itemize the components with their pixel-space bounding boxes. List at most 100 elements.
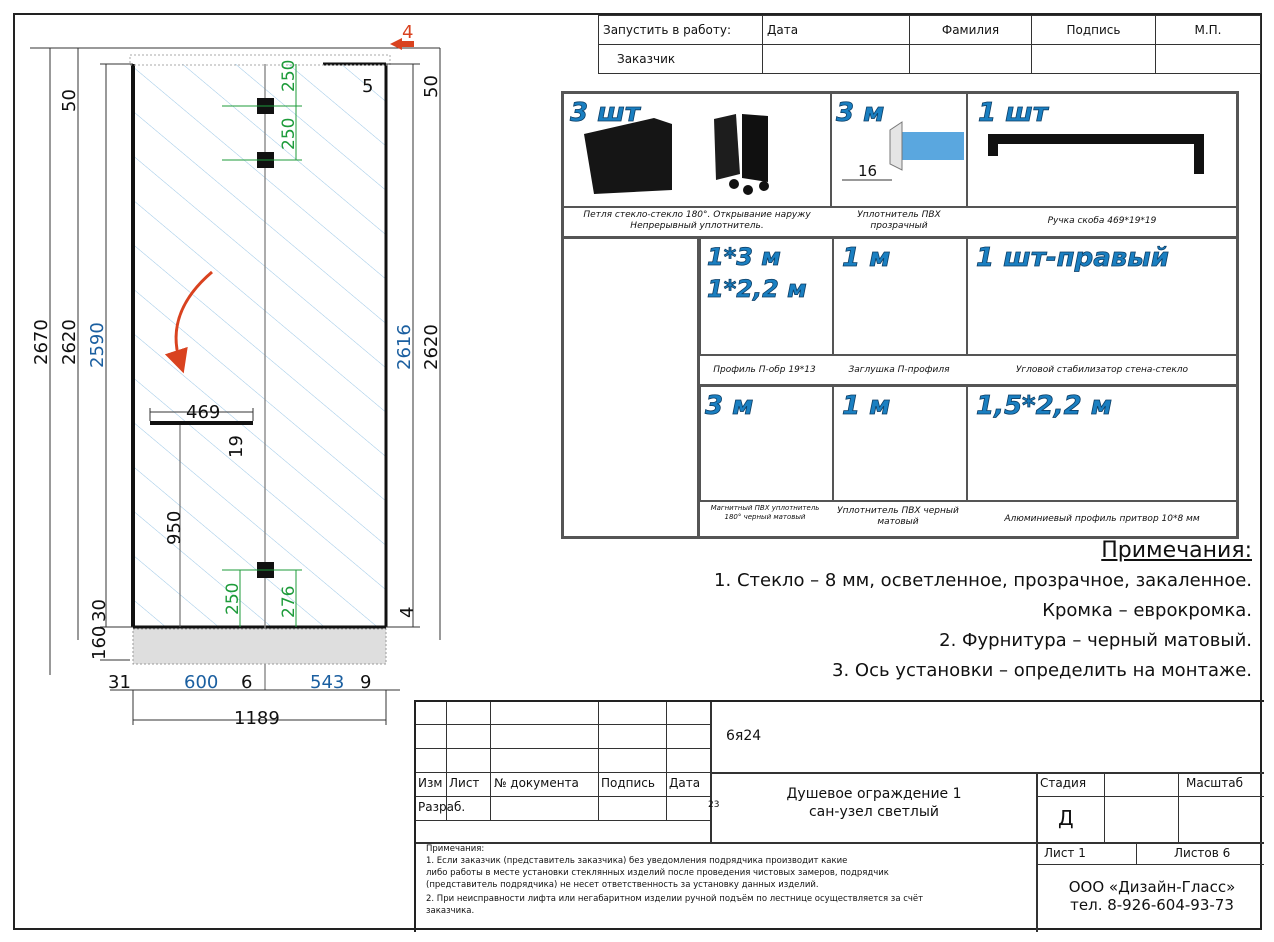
- seal-clear-photo: 16: [842, 121, 964, 181]
- stage-value: Д: [1058, 806, 1074, 830]
- doc-no-label: № документа: [494, 776, 579, 790]
- title-line-2: сан-узел светлый: [808, 804, 940, 820]
- drawing-frame: [13, 13, 1262, 930]
- product-magnetic-seal: 3 м: [699, 387, 834, 500]
- caption-seal-black: Уплотнитель ПВХ черный матовый: [837, 506, 959, 527]
- dim-250-top: 250: [279, 60, 299, 92]
- alu-label-2: профиль-притвор: [1118, 465, 1184, 473]
- stamp-note-1: 1. Если заказчик (представитель заказчик…: [426, 856, 848, 866]
- signature-label: Подпись: [1031, 15, 1156, 45]
- arrow-4-icon: [390, 38, 414, 50]
- stage-label: Стадия: [1040, 776, 1087, 790]
- stamp-notes-title: Примечания:: [426, 844, 485, 854]
- dim-5: 5: [362, 76, 373, 97]
- floor-base: [132, 628, 387, 665]
- caption-end-cap: Заглушка П-профиля: [848, 365, 950, 375]
- alu-label-1: дверное полотно: [1138, 401, 1202, 409]
- dim-4-top: 4: [402, 22, 413, 43]
- caption-hinge: Петля стекло-стекло 180°. Открывание нар…: [583, 210, 811, 231]
- scale-label: Масштаб: [1186, 776, 1244, 790]
- product-hinge: 3 шт: [564, 94, 832, 208]
- launch-label: Запустить в работу:: [598, 15, 763, 45]
- dim-30: 30: [89, 599, 110, 622]
- caption-u-profile: Профиль П-обр 19*13: [713, 365, 816, 375]
- notes: Примечания: 1. Стекло – 8 мм, осветленно…: [714, 536, 1252, 686]
- seal-black-dim: 10: [921, 466, 936, 483]
- product-handle: 1 шт: [968, 94, 1236, 208]
- stamp-label: М.П.: [1155, 15, 1261, 45]
- hinge-photo: [584, 114, 769, 195]
- product-seal-black: 1 м 10: [832, 387, 968, 500]
- dim-543: 543: [310, 672, 344, 693]
- caption-seal-clear: Уплотнитель ПВХ прозрачный: [857, 210, 941, 231]
- caption-magnetic-seal: Магнитный ПВХ уплотнитель 180° черный ма…: [710, 504, 820, 521]
- qty-seal-black: 1 м: [842, 391, 891, 422]
- dim-276-bottom: 276: [279, 586, 299, 618]
- caption-handle: Ручка скоба 469*19*19: [1047, 216, 1157, 226]
- qty-seal-clear: 3 м: [836, 98, 885, 129]
- izm-label: Изм: [418, 776, 443, 790]
- note-line-4: 3. Ось установки – определить на монтаже…: [832, 660, 1252, 681]
- dim-600: 600: [184, 672, 218, 693]
- product-end-cap: 1 м: [832, 239, 968, 354]
- product-seal-clear: 3 м 16: [832, 94, 968, 208]
- sheet-label: Лист 1: [1044, 846, 1086, 860]
- date-col-label: Дата: [669, 776, 701, 790]
- dim-4: 4: [397, 607, 418, 618]
- qty-u-profile-2: 1*2,2 м: [707, 275, 808, 304]
- qty-magnetic-seal: 3 м: [705, 391, 754, 422]
- qty-stabilizer: 1 шт-правый: [976, 243, 1170, 274]
- dim-250-bottom: 250: [223, 583, 243, 615]
- date-label: Дата: [762, 15, 910, 45]
- dim-950: 950: [164, 511, 185, 545]
- razrab-label: Разраб.: [418, 800, 466, 814]
- stamp-note-2: либо работы в месте установки стеклянных…: [426, 868, 889, 878]
- dim-1189: 1189: [234, 708, 280, 729]
- note-line-1: 1. Стекло – 8 мм, осветленное, прозрачно…: [714, 570, 1252, 591]
- qty-alu-profile: 1,5*2,2 м: [976, 391, 1113, 422]
- notes-title: Примечания:: [1101, 538, 1252, 563]
- sheets-label: Листов 6: [1174, 846, 1231, 860]
- caption-stabilizer: Угловой стабилизатор стена-стекло: [1015, 365, 1189, 375]
- seal-dim: 16: [858, 162, 877, 180]
- qty-hinge: 3 шт: [570, 98, 641, 129]
- caption-alu-profile: Алюминиевый профиль притвор 10*8 мм: [1004, 514, 1200, 524]
- dim-2590: 2590: [87, 322, 108, 368]
- surname-label: Фамилия: [909, 15, 1032, 45]
- dim-50-left: 50: [59, 89, 80, 112]
- note-line-3: 2. Фурнитура – черный матовый.: [939, 630, 1252, 651]
- stamp-note-3: (представитель подрядчика) не несет отве…: [426, 880, 819, 890]
- dim-469: 469: [186, 402, 220, 423]
- company-phone: тел. 8-926-604-93-73: [1070, 896, 1234, 914]
- dim-250-mid: 250: [279, 118, 299, 150]
- note-line-2: Кромка – еврокромка.: [1042, 600, 1252, 621]
- handle-photo: [988, 134, 1204, 174]
- dim-9: 9: [360, 672, 371, 693]
- stamp-note-4: 2. При неисправности лифта или негабарит…: [426, 894, 924, 904]
- dim-160: 160: [89, 626, 110, 660]
- title-block: 6я24 Изм Лист № документа Подпись Дата Р…: [414, 700, 1264, 932]
- stamp-note-5: заказчика.: [426, 906, 475, 916]
- dim-2620-right: 2620: [421, 324, 442, 370]
- dim-6: 6: [241, 672, 252, 693]
- dim-50-right: 50: [421, 75, 442, 98]
- title-line-1: Душевое ограждение 1: [786, 786, 962, 802]
- list-label: Лист: [449, 776, 480, 790]
- dim-31: 31: [108, 672, 131, 693]
- handle: [150, 421, 253, 425]
- qty-u-profile: 1*3 м: [707, 243, 782, 272]
- product-stabilizer: 1 шт-правый: [968, 239, 1236, 354]
- dim-2670: 2670: [31, 319, 52, 365]
- signature-col-label: Подпись: [601, 776, 655, 790]
- dim-19: 19: [226, 435, 247, 458]
- dim-2620-left: 2620: [59, 319, 80, 365]
- swing-arrow: [164, 270, 213, 374]
- launch-table: Запустить в работу: Дата Фамилия Подпись…: [598, 15, 1261, 74]
- company-name: ООО «Дизайн-Гласс»: [1068, 878, 1236, 896]
- qty-end-cap: 1 м: [842, 243, 891, 274]
- product-u-profile: 1*3 м 1*2,2 м: [699, 239, 834, 354]
- doc-code: 6я24: [726, 728, 762, 744]
- date-value: 23: [708, 800, 720, 810]
- dim-2616: 2616: [394, 324, 415, 370]
- qty-handle: 1 шт: [978, 98, 1049, 129]
